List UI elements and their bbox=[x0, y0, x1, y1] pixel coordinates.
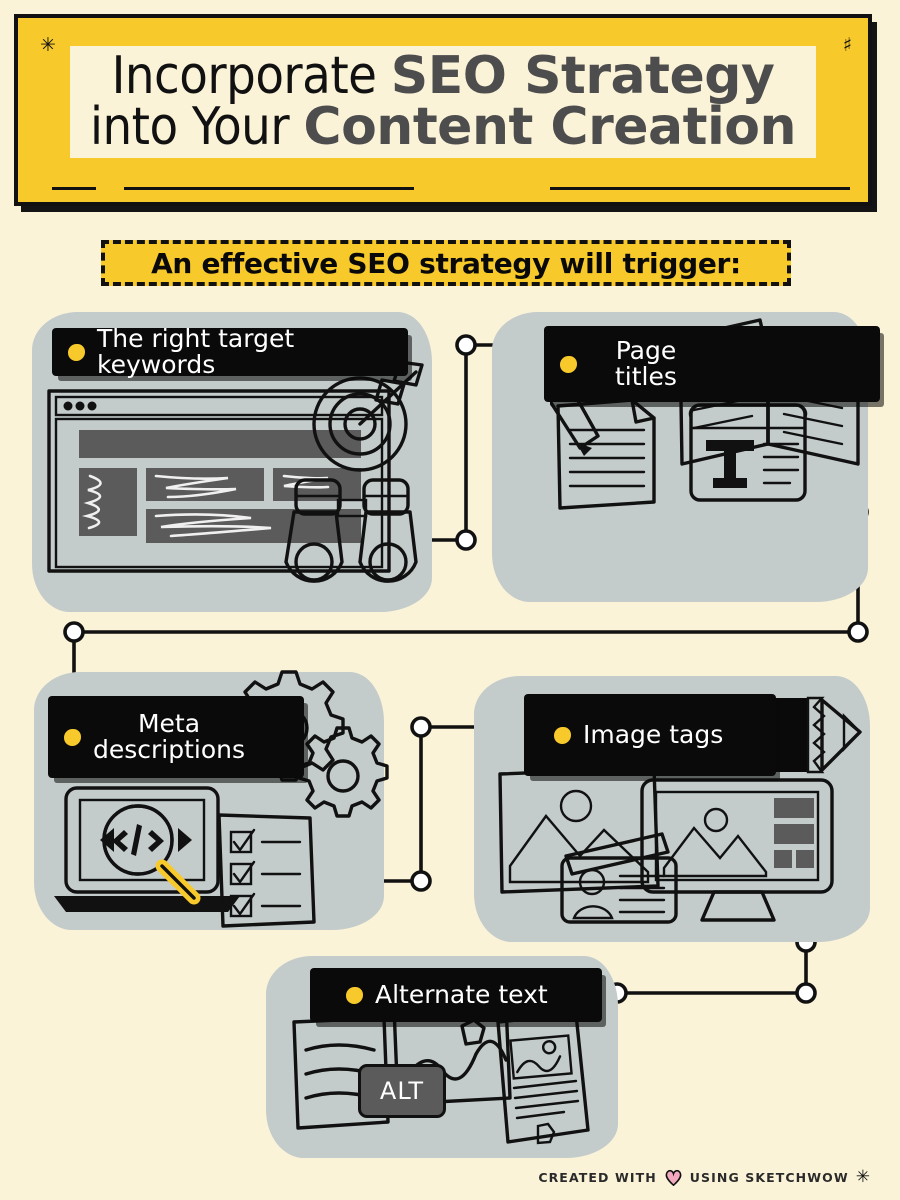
frame-dash-marks bbox=[52, 187, 850, 192]
card-label: Image tags bbox=[583, 719, 724, 749]
footer-suffix: USING SKETCHWOW bbox=[689, 1170, 849, 1185]
card-alternate-text[interactable]: ALT Alternate text bbox=[266, 956, 618, 1158]
card-banner-image-tags: Image tags bbox=[524, 694, 776, 776]
bullet-dot-icon bbox=[346, 986, 363, 1004]
card-image-tags[interactable]: Image tags bbox=[474, 676, 870, 942]
gear-icon bbox=[297, 726, 389, 818]
document-icon bbox=[496, 1012, 590, 1145]
card-banner-meta-descriptions: Meta descriptions bbox=[48, 696, 304, 778]
bullet-dot-icon bbox=[554, 726, 571, 744]
connector-node bbox=[847, 621, 869, 643]
card-banner-target-keywords: The right target keywords bbox=[52, 323, 408, 379]
title-light-1: Incorporate bbox=[111, 46, 391, 107]
page-title: Incorporate SEO Strategy into Your Conte… bbox=[70, 46, 816, 158]
card-label: Alternate text bbox=[375, 979, 548, 1009]
subtitle-text: An effective SEO strategy will trigger: bbox=[151, 246, 741, 280]
title-line-2: into Your Content Creation bbox=[90, 101, 797, 153]
footer-prefix: CREATED WITH bbox=[538, 1170, 657, 1185]
text-type-card-icon bbox=[688, 403, 808, 502]
bullet-dot-icon bbox=[560, 355, 577, 373]
card-label: Meta descriptions bbox=[93, 708, 246, 764]
title-light-2: into Your bbox=[89, 97, 304, 157]
target-bullseye-icon bbox=[312, 360, 424, 472]
card-banner-alternate-text: Alternate text bbox=[310, 968, 602, 1022]
connector-node bbox=[410, 716, 432, 738]
card-label: Page titles bbox=[615, 335, 677, 391]
connector-node bbox=[455, 334, 477, 356]
connector-node bbox=[410, 870, 432, 892]
card-banner-page-titles: Page titles bbox=[544, 326, 880, 402]
alt-badge-icon: ALT bbox=[358, 1064, 446, 1118]
checklist-icon bbox=[217, 813, 316, 928]
corner-star-doodle-icon: ✳ bbox=[40, 34, 56, 56]
connector-node bbox=[63, 621, 85, 643]
id-card-icon bbox=[560, 832, 678, 924]
card-target-keywords[interactable]: The right target keywords bbox=[32, 312, 432, 612]
subtitle-banner: An effective SEO strategy will trigger: bbox=[101, 240, 791, 286]
title-frame: ✳ ♯ Incorporate SEO Strategy into Your C… bbox=[14, 14, 872, 206]
bullet-dot-icon bbox=[68, 343, 85, 361]
title-bold-2: Content Creation bbox=[303, 97, 797, 157]
card-label: The right target keywords bbox=[97, 323, 295, 379]
connector-node bbox=[795, 982, 817, 1004]
connector-node bbox=[455, 529, 477, 551]
title-line-1: Incorporate SEO Strategy bbox=[112, 50, 775, 102]
corner-sharp-doodle-icon: ♯ bbox=[842, 34, 852, 56]
alt-badge-label: ALT bbox=[379, 1077, 425, 1105]
footer-star-doodle-icon: ✳ bbox=[855, 1167, 870, 1187]
footer-credit: CREATED WITH USING SKETCHWOW ✳ bbox=[538, 1169, 870, 1186]
laptop-code-magnifier-icon bbox=[54, 786, 240, 912]
binoculars-icon bbox=[284, 478, 418, 583]
card-meta-descriptions[interactable]: Meta descriptions bbox=[34, 670, 389, 930]
title-bold-1: SEO Strategy bbox=[390, 46, 775, 107]
bullet-dot-icon bbox=[64, 728, 81, 746]
card-page-titles[interactable]: Page titles bbox=[492, 312, 880, 602]
heart-icon bbox=[665, 1169, 682, 1186]
